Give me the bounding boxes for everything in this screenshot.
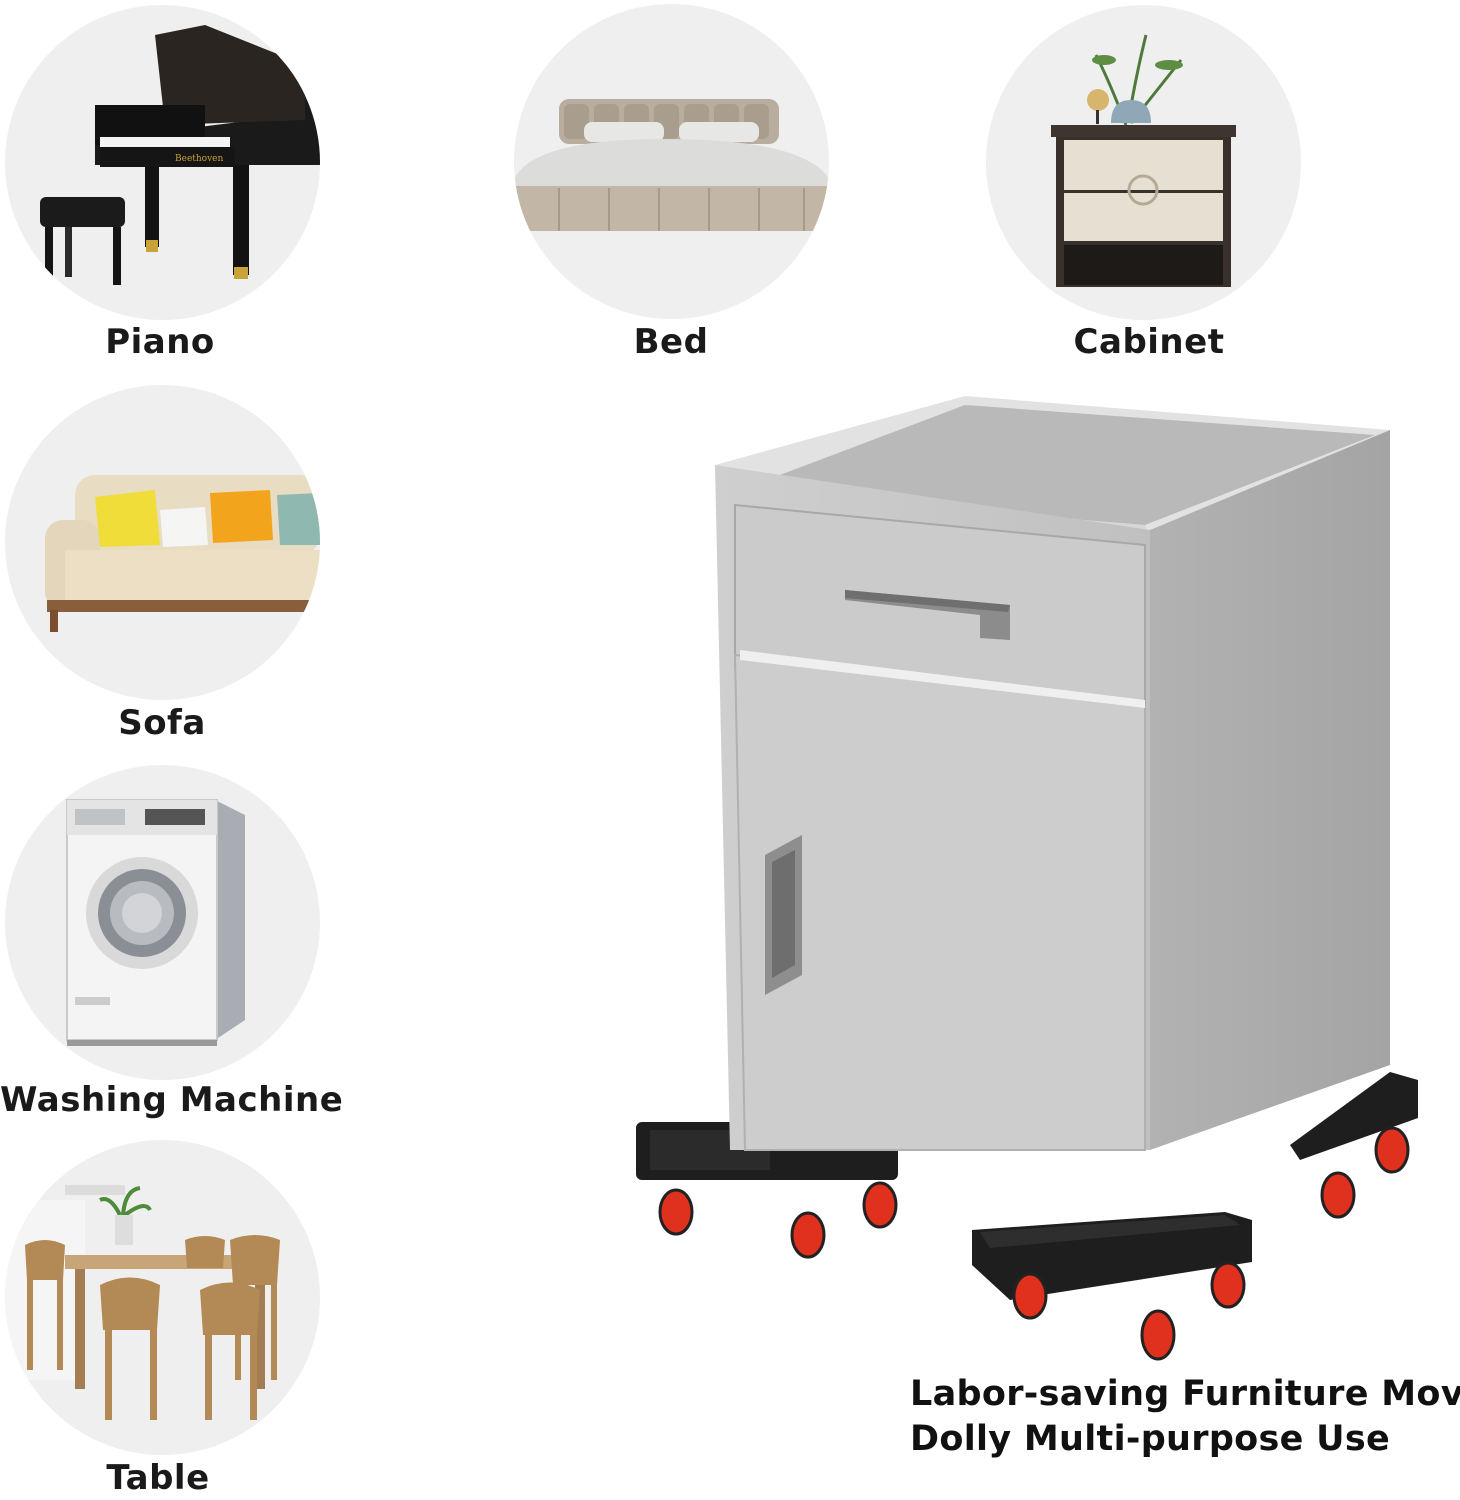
washing-machine-label: Washing Machine bbox=[0, 1080, 344, 1120]
dolly-back-right bbox=[1290, 1072, 1418, 1219]
cabinet-on-dollies-icon bbox=[636, 396, 1418, 1361]
cabinet-image bbox=[986, 5, 1301, 320]
sofa-icon bbox=[45, 475, 320, 632]
svg-text:Beethoven: Beethoven bbox=[175, 154, 224, 164]
piano-icon: Beethoven bbox=[40, 25, 320, 285]
caption-line2: Dolly Multi-purpose Use bbox=[910, 1419, 1391, 1459]
bed-label: Bed bbox=[633, 322, 709, 362]
bed-icon bbox=[514, 99, 829, 231]
piano-image: Beethoven bbox=[5, 5, 320, 320]
table-icon bbox=[5, 1185, 280, 1420]
washing-machine-icon bbox=[66, 799, 245, 1046]
caption-line1: Labor-saving Furniture Mover bbox=[910, 1374, 1460, 1414]
cabinet-label: Cabinet bbox=[1073, 322, 1225, 362]
sofa-image bbox=[5, 385, 320, 700]
caption: Labor-saving Furniture Mover Dolly Multi… bbox=[910, 1372, 1460, 1462]
cabinet-on-dollies-image bbox=[600, 385, 1440, 1375]
washing-machine-image bbox=[5, 765, 320, 1080]
cabinet-icon bbox=[1051, 34, 1236, 287]
bed-image bbox=[514, 4, 829, 319]
dolly-front bbox=[972, 1212, 1252, 1361]
table-label: Table bbox=[106, 1458, 210, 1498]
piano-label: Piano bbox=[105, 322, 215, 362]
sofa-label: Sofa bbox=[118, 703, 206, 743]
table-image bbox=[5, 1140, 320, 1455]
